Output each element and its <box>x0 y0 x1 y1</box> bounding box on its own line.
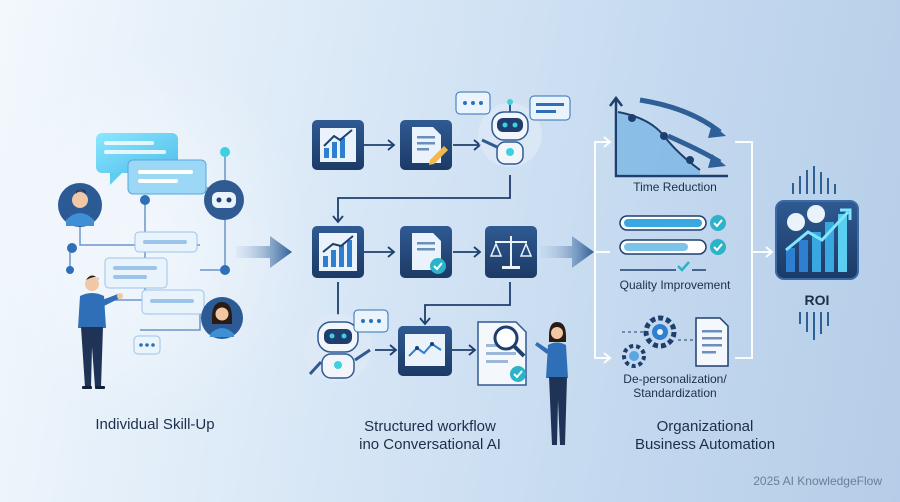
robot-icon <box>478 99 542 167</box>
roi-label: ROI <box>804 292 830 308</box>
outcome-depersonalization-line2: Standardization <box>633 386 717 400</box>
stage-label-org-line1: Organizational <box>656 418 754 435</box>
scales-tile-icon <box>485 226 537 278</box>
roi-chart-icon <box>775 166 859 340</box>
chat-bubble-icon <box>353 309 389 333</box>
outcome-depersonalization-line1: De-personalization/ <box>623 372 727 386</box>
user-avatar-icon <box>58 183 102 227</box>
stage-organizational <box>594 95 859 368</box>
stage-workflow <box>304 91 571 445</box>
chat-bubble-icon <box>134 231 198 253</box>
stage-label-org-line2: Business Automation <box>634 436 776 453</box>
stage-label-structured-line2: ino Conversational AI <box>359 436 501 453</box>
stage-label-structured-line1: Structured workflow <box>364 418 496 435</box>
document-edit-tile-icon <box>400 120 452 170</box>
stage-label-structured: Structured workflow ino Conversational A… <box>330 418 530 454</box>
watermark: 2025 AI KnowledgeFlow <box>753 474 882 488</box>
analytics-tile-icon <box>398 326 452 376</box>
flow-arrow <box>540 236 594 268</box>
stage-label-organizational: Organizational Business Automation <box>605 418 805 454</box>
chart-tile-icon <box>312 226 364 278</box>
document-search-icon <box>477 321 527 386</box>
chat-bubble-icon <box>141 289 205 315</box>
chart-tile-icon <box>312 120 364 170</box>
document-check-tile-icon <box>400 226 452 278</box>
outcome-time-reduction: Time Reduction <box>633 180 717 194</box>
outcome-quality-improvement: Quality Improvement <box>619 278 731 292</box>
stage-individual <box>58 133 244 389</box>
user-avatar-icon <box>201 297 243 339</box>
chat-bubble-icon <box>104 257 168 289</box>
chat-bubble-icon <box>455 91 491 115</box>
gears-document-icon <box>622 315 729 368</box>
robot-avatar-icon <box>204 180 244 220</box>
flow-arrow <box>236 236 292 268</box>
time-reduction-chart-icon <box>609 95 728 178</box>
outcome-depersonalization: De-personalization/ Standardization <box>600 372 750 400</box>
stage-label-individual: Individual Skill-Up <box>95 416 215 433</box>
typing-bubble-icon <box>133 335 161 355</box>
chat-bubble-icon <box>127 159 207 195</box>
chat-bubble-icon <box>529 95 571 121</box>
person-pointing-icon <box>78 275 123 389</box>
quality-bars-icon <box>619 215 726 272</box>
person-woman-icon <box>535 322 568 445</box>
